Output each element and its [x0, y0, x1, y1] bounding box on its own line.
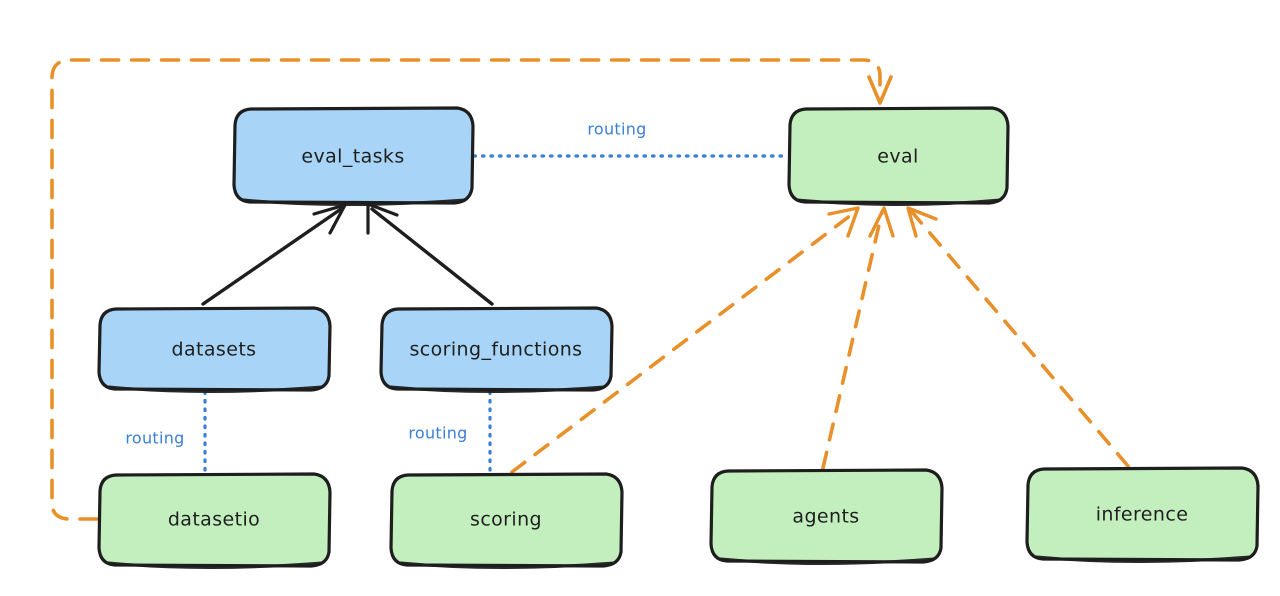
edge-scoring_functions-to-eval_tasks: [366, 202, 494, 306]
node-label-datasetio: datasetio: [168, 509, 260, 531]
node-eval_tasks[interactable]: eval_tasks: [232, 106, 475, 206]
node-datasetio[interactable]: datasetio: [97, 472, 332, 569]
edge-scoring-to-eval: [510, 206, 860, 474]
node-inference[interactable]: inference: [1025, 466, 1260, 563]
node-label-eval_tasks: eval_tasks: [301, 146, 404, 168]
node-agents[interactable]: agents: [709, 468, 944, 565]
node-label-eval: eval: [877, 146, 918, 168]
edge-agents-to-eval: [821, 206, 895, 470]
edge-inference-to-eval: [906, 206, 1130, 468]
node-label-agents: agents: [792, 506, 859, 528]
edge-label-routing-scoring: routing: [408, 424, 467, 443]
node-label-datasets: datasets: [172, 339, 257, 361]
edge-datasetio-to-eval: [50, 58, 893, 521]
edge-label-routing-eval: routing: [587, 120, 646, 139]
node-datasets[interactable]: datasets: [97, 306, 332, 393]
node-label-scoring_functions: scoring_functions: [410, 339, 583, 361]
edge-datasets-to-eval_tasks: [201, 203, 347, 306]
node-eval[interactable]: eval: [787, 106, 1010, 206]
node-scoring[interactable]: scoring: [389, 472, 624, 569]
edge-label-routing-datasets: routing: [125, 429, 184, 448]
node-label-inference: inference: [1096, 504, 1189, 526]
node-label-scoring: scoring: [470, 509, 542, 531]
node-scoring_functions[interactable]: scoring_functions: [379, 306, 614, 393]
